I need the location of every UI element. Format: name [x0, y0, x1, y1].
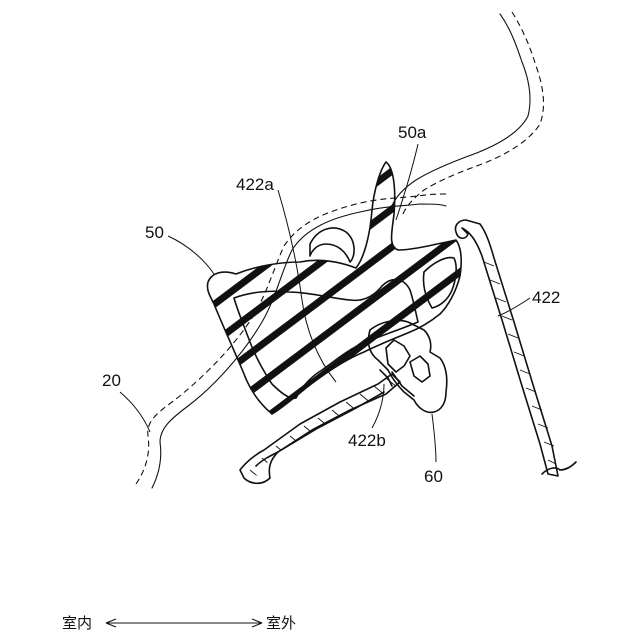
label-50a: 50a [398, 123, 427, 142]
outer-panel-flange-422 [455, 220, 576, 476]
label-exterior: 室外 [266, 614, 296, 632]
outer-panel-422-upper [392, 12, 543, 216]
label-60: 60 [424, 467, 443, 486]
flange-422b [240, 374, 400, 483]
label-20: 20 [102, 371, 121, 390]
label-422b: 422b [348, 431, 386, 450]
label-50: 50 [145, 223, 164, 242]
leader-lines [120, 144, 530, 462]
weather-strip-50 [148, 98, 500, 460]
direction-indicator: 室内 室外 [62, 614, 296, 632]
label-422: 422 [532, 288, 560, 307]
label-422a: 422a [236, 175, 274, 194]
label-interior: 室内 [62, 614, 92, 632]
